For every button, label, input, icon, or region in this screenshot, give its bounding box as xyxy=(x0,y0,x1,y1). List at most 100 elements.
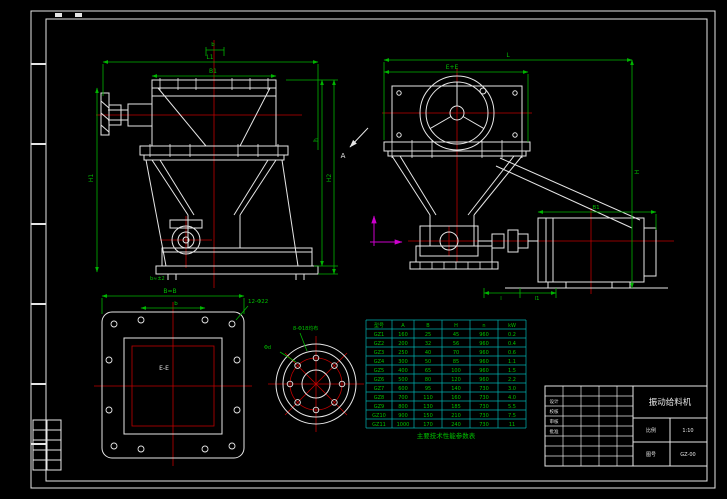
bolt-hole xyxy=(312,354,320,362)
bolt-hole xyxy=(294,399,301,406)
square-centerlines xyxy=(94,302,252,466)
spec-cell: GZ6 xyxy=(374,377,384,383)
spec-cell: GZ8 xyxy=(374,395,384,401)
bolt-hole xyxy=(294,362,301,369)
bolt-hole xyxy=(286,380,294,388)
sheet-frame xyxy=(30,10,716,489)
square-flange-view: B=B b 12-Φ22 E-E xyxy=(94,288,268,466)
spec-cell: 25 xyxy=(425,332,431,338)
brace xyxy=(499,157,641,221)
spec-cell: GZ3 xyxy=(374,350,384,356)
square-geometry xyxy=(101,311,245,459)
bolt-hole xyxy=(233,356,241,364)
spec-table-caption: 主要技术性能参数表 xyxy=(417,431,476,440)
spec-cell: 11 xyxy=(509,422,515,428)
spec-cell: 960 xyxy=(479,359,489,365)
spec-cell: 65 xyxy=(425,368,431,374)
bolt-hole xyxy=(201,316,209,324)
dim-label: L xyxy=(506,52,510,59)
spec-cell: kW xyxy=(508,323,516,329)
dim-label: B1 xyxy=(592,205,599,211)
spec-cell: 0.6 xyxy=(508,350,516,356)
spec-cell: GZ7 xyxy=(374,386,384,392)
section-letter: A xyxy=(341,152,346,160)
spec-cell: 730 xyxy=(479,386,489,392)
spec-cell: 5.5 xyxy=(508,404,516,410)
dim-label: H1 xyxy=(88,174,95,183)
hole-note: 8-Φ18均布 xyxy=(293,325,318,332)
spec-cell: 140 xyxy=(451,386,461,392)
spec-cell: 50 xyxy=(425,359,431,365)
spec-cell: 3.0 xyxy=(508,386,516,392)
dim-label: B=B xyxy=(163,288,176,295)
spec-cell: 185 xyxy=(451,404,461,410)
spec-cell: 型号 xyxy=(374,322,384,329)
bolt-hole xyxy=(233,406,241,414)
motor-foot xyxy=(547,281,567,289)
dia-label: Φd xyxy=(264,345,271,351)
spec-cell: 0.4 xyxy=(508,341,516,347)
spec-cell: 960 xyxy=(479,350,489,356)
spec-cell: 730 xyxy=(479,413,489,419)
title-block: 振动给料机 比例 1:10 图号 GZ-00 设计 校核 审核 批准 xyxy=(544,385,708,467)
spec-cell: 100 xyxy=(451,368,461,374)
front-dimensions: b L1 B1 H1 h H2 b≈±2 xyxy=(88,42,338,282)
spec-cell: 300 xyxy=(398,359,408,365)
role-label: 审核 xyxy=(550,418,559,425)
spec-cell: 4.0 xyxy=(508,395,516,401)
spec-cell: 2.2 xyxy=(508,377,516,383)
spec-cell: 960 xyxy=(479,377,489,383)
dim-label: l xyxy=(500,296,502,302)
spec-cell: 160 xyxy=(451,395,461,401)
circle-centerlines xyxy=(268,336,364,432)
side-dimensions: L E+E H B1 l l1 xyxy=(383,52,657,302)
bolt-hole xyxy=(331,362,338,369)
spec-cell: 110 xyxy=(423,395,433,401)
spec-cell: 960 xyxy=(479,332,489,338)
spec-cell: 7.5 xyxy=(508,413,516,419)
spec-cell: 70 xyxy=(453,350,459,356)
spec-cell: 32 xyxy=(425,341,431,347)
spec-cell: GZ2 xyxy=(374,341,384,347)
spec-cell: 1000 xyxy=(397,422,410,428)
spec-cell: 500 xyxy=(398,377,408,383)
spec-cell: 45 xyxy=(453,332,459,338)
spec-cell: GZ10 xyxy=(372,413,386,419)
dim-label: b xyxy=(174,301,178,307)
spec-cell: GZ9 xyxy=(374,404,384,410)
support-leg xyxy=(145,159,167,267)
dim-label: H2 xyxy=(326,174,333,183)
bolt-hole xyxy=(110,320,118,328)
side-geometry: A xyxy=(341,75,668,289)
spec-cell: GZ1 xyxy=(374,332,384,338)
dim-label: b xyxy=(211,42,215,48)
spec-cell: 1.1 xyxy=(508,359,516,365)
motor-foot xyxy=(611,281,631,289)
spec-cell: 1.5 xyxy=(508,368,516,374)
dim-label: B1 xyxy=(209,68,217,75)
circle-flange-view: 8-Φ18均布 Φd xyxy=(264,325,364,432)
bolt-hole xyxy=(228,320,236,328)
motor xyxy=(505,217,668,289)
spec-cell: GZ11 xyxy=(372,422,386,428)
spec-cell: 250 xyxy=(398,350,408,356)
dim-label: h xyxy=(313,138,320,142)
spec-cell: 170 xyxy=(423,422,433,428)
spec-cell: 210 xyxy=(451,413,461,419)
bolt-hole xyxy=(137,316,145,324)
spec-cell: 40 xyxy=(425,350,431,356)
spec-cell: n xyxy=(482,323,485,329)
drawing-no-label: 图号 xyxy=(646,452,656,458)
spec-cell: 700 xyxy=(398,395,408,401)
brace xyxy=(495,165,633,229)
bolt-hole xyxy=(105,356,113,364)
spec-cell: 95 xyxy=(425,386,431,392)
side-centerlines xyxy=(382,68,674,294)
corner-strip xyxy=(32,419,62,471)
axis-arrows xyxy=(370,215,403,246)
role-label: 校核 xyxy=(550,408,559,415)
scale-label: 比例 xyxy=(646,427,656,434)
spec-cell: 56 xyxy=(453,341,459,347)
dim-label: L1 xyxy=(206,54,213,61)
